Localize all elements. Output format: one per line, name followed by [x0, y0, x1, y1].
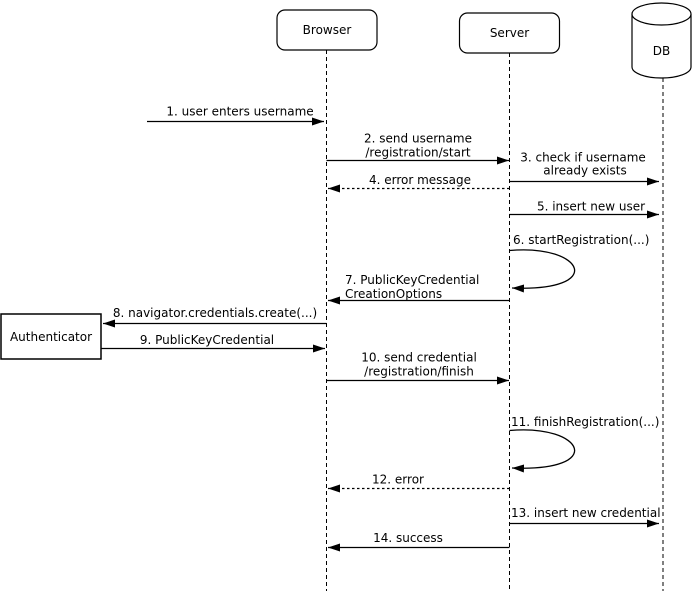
message-4-label: 4. error message [369, 173, 471, 187]
message-10-label-line1: 10. send credential [361, 351, 477, 365]
actor-browser: Browser [276, 9, 378, 51]
actor-browser-label: Browser [303, 23, 352, 37]
actor-authenticator-box [0, 313, 102, 360]
db-cylinder-body [631, 14, 692, 79]
message-5: 5. insert new user [509, 200, 659, 219]
actor-authenticator-label: Authenticator [10, 330, 92, 344]
message-14-label: 14. success [373, 531, 443, 545]
message-11: 11. finishRegistration(...) [509, 415, 659, 473]
message-2: 2. send username /registration/start [326, 132, 509, 165]
message-13: 13. insert new credential [509, 506, 661, 528]
message-3: 3. check if username already exists [509, 151, 659, 186]
message-2-label-line2: /registration/start [365, 146, 471, 160]
actor-db: DB [631, 2, 692, 79]
message-7: 7. PublicKeyCredential CreationOptions [328, 273, 510, 305]
actor-server-box [458, 12, 561, 54]
message-6: 6. startRegistration(...) [509, 233, 649, 293]
message-3-label-line1: 3. check if username [520, 151, 646, 165]
message-12-label: 12. error [372, 473, 424, 487]
actor-db-label: DB [653, 44, 670, 58]
message-9: 9. PublicKeyCredential [101, 333, 325, 353]
message-11-self-loop [509, 429, 576, 473]
message-10: 10. send credential /registration/finish [326, 351, 509, 385]
message-6-self-loop [509, 249, 576, 293]
message-7-label-line1: 7. PublicKeyCredential [345, 273, 479, 287]
message-4: 4. error message [328, 173, 510, 193]
message-8-label: 8. navigator.credentials.create(...) [113, 306, 317, 320]
actor-server: Server [458, 12, 561, 54]
actor-browser-box [276, 9, 378, 51]
message-8: 8. navigator.credentials.create(...) [103, 306, 327, 328]
message-7-label-line2: CreationOptions [345, 287, 442, 301]
message-13-label: 13. insert new credential [511, 506, 661, 520]
message-3-label-line2: already exists [543, 164, 626, 178]
message-14: 14. success [328, 531, 510, 552]
message-10-label-line2: /registration/finish [364, 365, 474, 379]
message-5-label: 5. insert new user [537, 200, 645, 214]
message-11-label: 11. finishRegistration(...) [511, 415, 659, 429]
message-2-label-line1: 2. send username [364, 132, 472, 146]
message-9-label: 9. PublicKeyCredential [140, 333, 274, 347]
message-1-label: 1. user enters username [166, 105, 313, 119]
message-12: 12. error [328, 473, 510, 493]
actor-authenticator: Authenticator [0, 313, 102, 360]
actor-server-label: Server [490, 26, 529, 40]
db-cylinder-top [631, 2, 692, 26]
message-1: 1. user enters username [147, 105, 324, 126]
message-6-label: 6. startRegistration(...) [513, 233, 649, 247]
